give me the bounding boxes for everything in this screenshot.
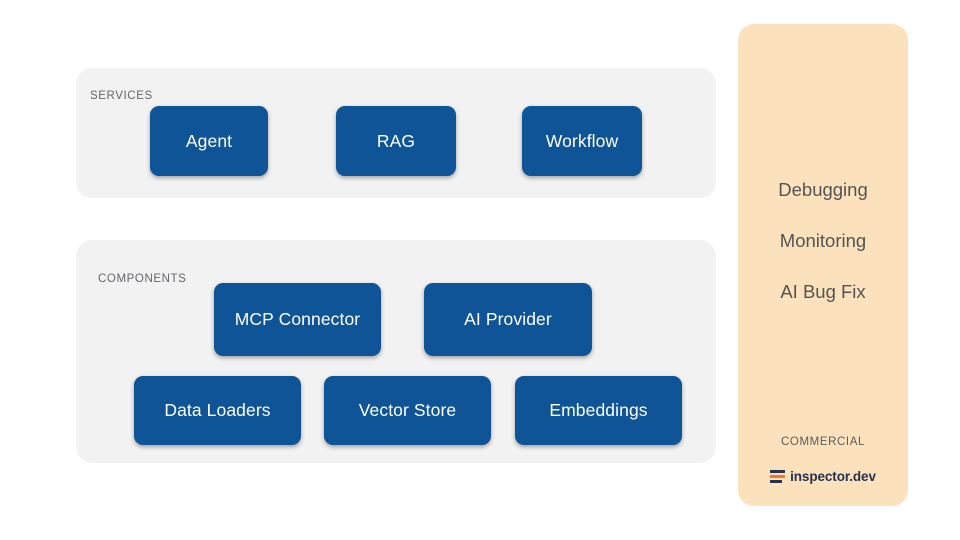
commercial-sidebar-panel: Debugging Monitoring AI Bug Fix COMMERCI… [738, 24, 908, 506]
sidebar-feature-debugging: Debugging [778, 179, 868, 200]
node-rag[interactable]: RAG [336, 106, 456, 176]
services-group-label: SERVICES [90, 90, 153, 102]
sidebar-feature-ai-bug-fix: AI Bug Fix [780, 281, 866, 302]
components-group-label: COMPONENTS [98, 273, 187, 285]
node-vector-store[interactable]: Vector Store [324, 376, 491, 445]
brand-lockup[interactable]: inspector.dev [738, 469, 908, 484]
sidebar-commercial-label: COMMERCIAL [781, 436, 865, 448]
node-agent[interactable]: Agent [150, 106, 268, 176]
brand-name: inspector.dev [790, 469, 876, 484]
node-data-loaders[interactable]: Data Loaders [134, 376, 301, 445]
node-embeddings[interactable]: Embeddings [515, 376, 682, 445]
node-workflow[interactable]: Workflow [522, 106, 642, 176]
three-bars-logo-icon [770, 469, 786, 484]
sidebar-feature-monitoring: Monitoring [779, 230, 867, 251]
node-ai-provider[interactable]: AI Provider [424, 283, 592, 356]
node-mcp-connector[interactable]: MCP Connector [214, 283, 381, 356]
